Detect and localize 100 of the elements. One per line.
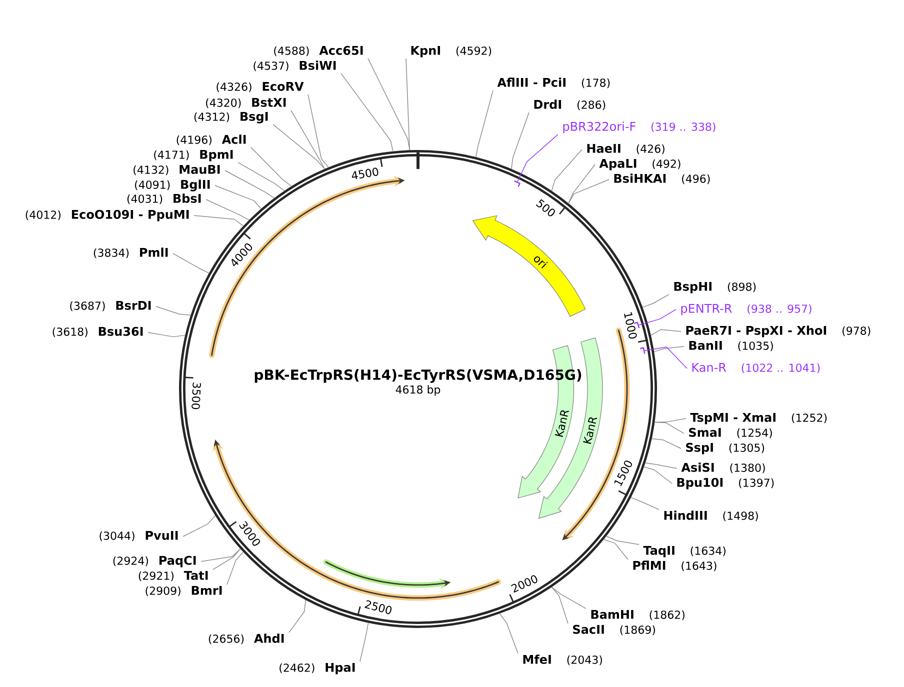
cut-position: (2656) (208, 634, 244, 644)
enzyme-name: BsiWI (300, 60, 336, 70)
leader-line (499, 613, 518, 654)
leader-line (288, 600, 306, 633)
leader-line (551, 586, 568, 624)
tick-label: 4500 (352, 168, 378, 180)
tick-label: 2000 (511, 575, 538, 593)
cut-position: (1252) (792, 413, 827, 424)
primer-name: pBR322ori-F (563, 122, 636, 134)
enzyme-name: SacII (573, 624, 604, 634)
enzyme-name: Acc65I (319, 46, 363, 55)
leader-line (650, 329, 682, 336)
enzyme-name: AflIII - PciI (497, 78, 566, 87)
tick-label: 1500 (614, 460, 632, 486)
enzyme-name: PvuII (146, 530, 178, 540)
cut-position: (4312) (194, 112, 230, 122)
leader-line (194, 215, 244, 226)
enzyme-name: KpnI (411, 46, 440, 58)
cut-position: (4592) (456, 46, 492, 56)
enzyme-name: DrdI (534, 100, 562, 109)
cut-position: (426) (636, 144, 664, 154)
cut-position: (2043) (567, 655, 602, 666)
enzyme-name: BamHI (591, 610, 634, 619)
enzyme-name: BmrI (192, 586, 222, 595)
cut-position: (2462) (280, 663, 314, 674)
cut-position: (1380) (730, 463, 765, 474)
leader-line (212, 548, 241, 570)
enzyme-name: EcoRV (262, 82, 304, 91)
leader-line (200, 548, 241, 562)
leader-line (148, 332, 186, 338)
leader-line (511, 112, 530, 170)
plasmid-length: 4618 bp (396, 385, 440, 396)
cut-position: (1862) (650, 610, 684, 620)
leader-line (368, 58, 410, 150)
enzyme-name: HpaI (326, 662, 355, 674)
leader-line (238, 162, 285, 192)
cut-position: (492) (652, 159, 680, 170)
leader-line (654, 422, 684, 434)
cut-position: (1869) (620, 625, 655, 636)
leader-line (644, 346, 688, 369)
leader-line (645, 462, 678, 469)
leader-line (606, 536, 640, 545)
enzyme-name: EcoO109I - PpuMI (72, 210, 189, 222)
enzyme-name: AsiSI (681, 462, 714, 472)
leader-line (476, 90, 494, 158)
leader-line (214, 185, 262, 209)
leader-line (206, 199, 250, 220)
cut-position: (4326) (216, 82, 252, 92)
leader-line (340, 73, 394, 152)
cut-position: (3834) (94, 248, 129, 258)
leader-line (652, 438, 682, 449)
leader-line (551, 586, 586, 609)
cut-position: (286) (577, 100, 606, 110)
leader-line (654, 346, 684, 352)
cut-position: (178) (582, 78, 610, 88)
cut-position: (4012) (26, 210, 60, 220)
enzyme-name: BbsI (174, 194, 201, 203)
enzyme-name: MfeI (523, 654, 551, 664)
enzyme-name: AhdI (254, 634, 284, 643)
leader-line (182, 515, 216, 537)
enzyme-name: BspHI (674, 282, 712, 294)
leader-line (224, 170, 274, 198)
cut-position: (2909) (146, 586, 180, 596)
enzyme-name: MauBI (180, 164, 220, 174)
cut-position: (4171) (154, 150, 189, 160)
leader-line (638, 309, 676, 326)
leader-line (156, 306, 191, 316)
leader-line (517, 134, 558, 182)
enzyme-name: BpmI (200, 150, 233, 162)
enzyme-name: BglII (181, 180, 210, 192)
enzyme-name: ApaLI (599, 158, 636, 170)
cut-position: (1035) (738, 341, 773, 352)
tick-label: 3500 (192, 382, 201, 410)
cut-position: (1305) (729, 443, 764, 454)
cut-position: (3687) (70, 301, 105, 312)
leader-line (272, 124, 325, 170)
enzyme-name: TaqII (643, 546, 674, 558)
enzyme-name: Bpu10I (677, 478, 723, 490)
enzyme-name: BsrDI (116, 300, 151, 310)
cut-position: (898) (728, 282, 756, 292)
cut-position: (1254) (737, 428, 772, 438)
enzyme-name: PaeR7I - PspXI - XhoI (686, 326, 826, 338)
cut-position: (1643) (682, 561, 716, 572)
enzyme-name: HindIII (664, 510, 707, 520)
leader-line (360, 622, 369, 662)
cut-position: (4588) (274, 46, 309, 56)
leader-line (630, 497, 660, 510)
cut-position: (496) (682, 174, 710, 184)
leader-line (226, 552, 244, 585)
enzyme-name: TatI (184, 570, 208, 580)
enzyme-name: PaqCI (159, 556, 196, 568)
enzyme-name: PflMI (633, 560, 666, 570)
enzyme-name: PmlI (140, 248, 168, 257)
cut-position: (4537) (254, 61, 288, 72)
cut-position: (4031) (127, 194, 162, 204)
enzyme-name: Bsu36I (98, 326, 143, 336)
cut-position: (3618) (52, 327, 88, 338)
enzyme-name: TspMI - XmaI (690, 412, 776, 424)
enzyme-name: BsiHKAI (614, 174, 666, 183)
enzyme-name: SspI (686, 442, 713, 454)
